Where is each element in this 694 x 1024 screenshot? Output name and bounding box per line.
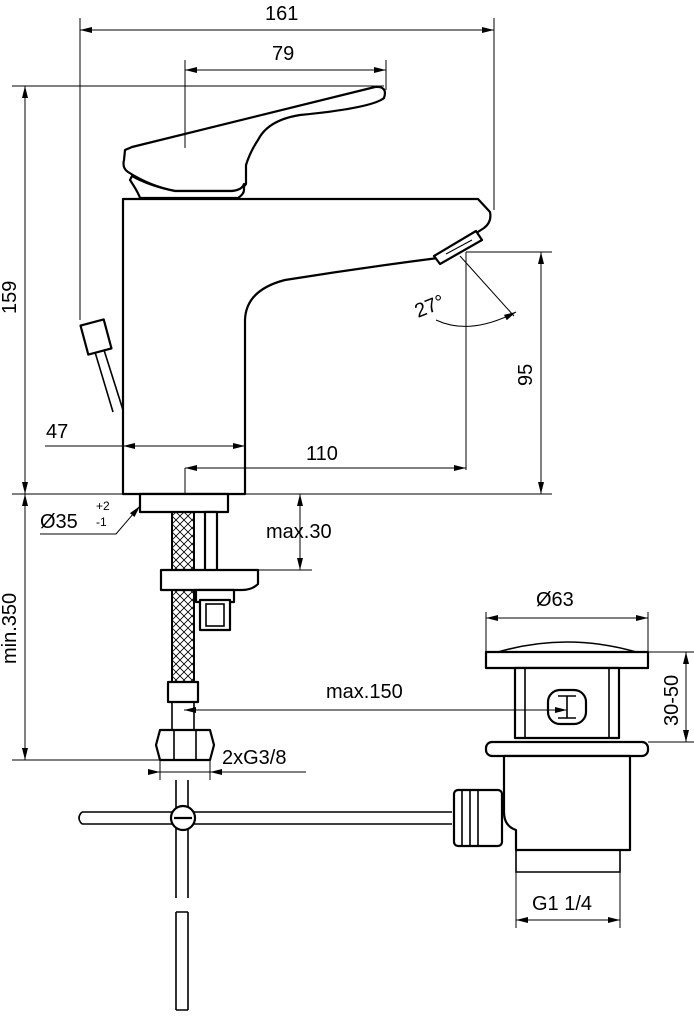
- dim-waste-height: 30-50: [661, 675, 683, 726]
- dim-min-hose: min.350: [0, 593, 21, 664]
- faucet-body: [121, 197, 492, 496]
- dimension-labels: 161 79 159 47 110 95 27° Ø35 +2 -1 max.3…: [0, 3, 683, 915]
- faucet-base: [138, 492, 230, 514]
- dim-base-offset: 47: [46, 421, 68, 443]
- supply-hose: [171, 511, 195, 683]
- dimension-lines: [12, 18, 694, 928]
- dim-spout-angle: 27°: [412, 291, 448, 323]
- hose-nut: [154, 728, 216, 762]
- popup-rod: [94, 349, 124, 413]
- dim-spout-reach: 110: [306, 443, 338, 465]
- dim-waste-thread: G1 1/4: [532, 893, 592, 915]
- dim-lever-width: 79: [272, 43, 294, 65]
- fixing-nut: [198, 598, 232, 632]
- dim-spout-height: 95: [515, 364, 537, 386]
- threaded-rod: [203, 510, 219, 574]
- dim-waste-diameter: Ø63: [536, 589, 574, 611]
- lever-cap: [128, 174, 246, 200]
- faucet: [79, 85, 492, 762]
- dim-connection: 2xG3/8: [222, 747, 286, 769]
- pop-up-waste: [78, 641, 650, 1011]
- dim-base-diameter: Ø35: [40, 511, 78, 533]
- lever-handle: [122, 85, 387, 193]
- waste-plug-cap: [484, 650, 650, 670]
- waste-lower-body: [502, 754, 632, 852]
- dim-max-deck: max.30: [266, 521, 332, 543]
- dim-overall-width: 161: [265, 3, 298, 25]
- dim-tol-minus: -1: [96, 515, 107, 529]
- fixing-plate: [159, 568, 260, 592]
- waste-flange: [484, 740, 650, 758]
- dim-height: 159: [0, 281, 21, 314]
- dim-max-rod: max.150: [326, 681, 403, 703]
- dim-tol-plus: +2: [96, 499, 110, 513]
- popup-knob: [79, 318, 113, 356]
